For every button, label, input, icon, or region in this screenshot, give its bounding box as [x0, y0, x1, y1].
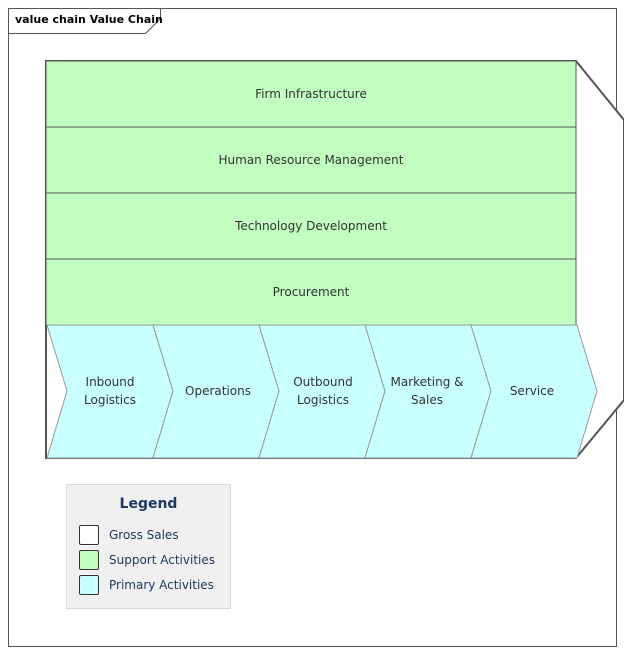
primary-chevron-service	[470, 324, 598, 459]
support-label-procurement: Procurement	[272, 285, 350, 299]
support-band-firm-infrastructure	[45, 60, 577, 128]
primary-label-operations: Operations	[168, 371, 268, 411]
support-label-firm-infrastructure: Firm Infrastructure	[255, 87, 367, 101]
primary-label-operations-line1: Operations	[185, 384, 251, 398]
legend-swatch-primary	[79, 575, 99, 595]
support-label-human-resource: Human Resource Management	[218, 153, 404, 167]
support-label-technology: Technology Development	[235, 219, 387, 233]
legend-label-primary: Primary Activities	[109, 578, 214, 592]
support-band-procurement	[45, 258, 577, 326]
legend-swatch-gross-sales	[79, 525, 99, 545]
primary-label-marketing-line2: Sales	[411, 393, 443, 407]
primary-label-outbound-line2: Logistics	[297, 393, 349, 407]
primary-label-marketing: Marketing & Sales	[377, 371, 477, 411]
legend-item-primary: Primary Activities	[79, 575, 229, 597]
primary-label-outbound-line1: Outbound	[293, 375, 353, 389]
frame-title-tab	[8, 8, 161, 34]
legend-label-support: Support Activities	[109, 553, 215, 567]
support-band-human-resource	[45, 126, 577, 194]
legend-item-gross-sales: Gross Sales	[79, 525, 229, 547]
legend-item-support: Support Activities	[79, 550, 229, 572]
primary-label-service: Service	[482, 371, 582, 411]
primary-label-inbound: Inbound Logistics	[60, 371, 160, 411]
legend-swatch-support	[79, 550, 99, 570]
primary-label-service-line1: Service	[509, 384, 555, 398]
legend-title: Legend	[119, 496, 178, 512]
primary-label-inbound-line1: Inbound Logistics	[84, 375, 136, 407]
frame-title: value chain Value Chain	[15, 13, 163, 26]
primary-label-outbound: Outbound Logistics	[273, 371, 373, 411]
legend-label-gross-sales: Gross Sales	[109, 528, 179, 542]
primary-label-marketing-line1: Marketing &	[390, 375, 464, 389]
support-band-technology	[45, 192, 577, 260]
legend: Legend Gross Sales Support Activities Pr…	[66, 484, 231, 609]
